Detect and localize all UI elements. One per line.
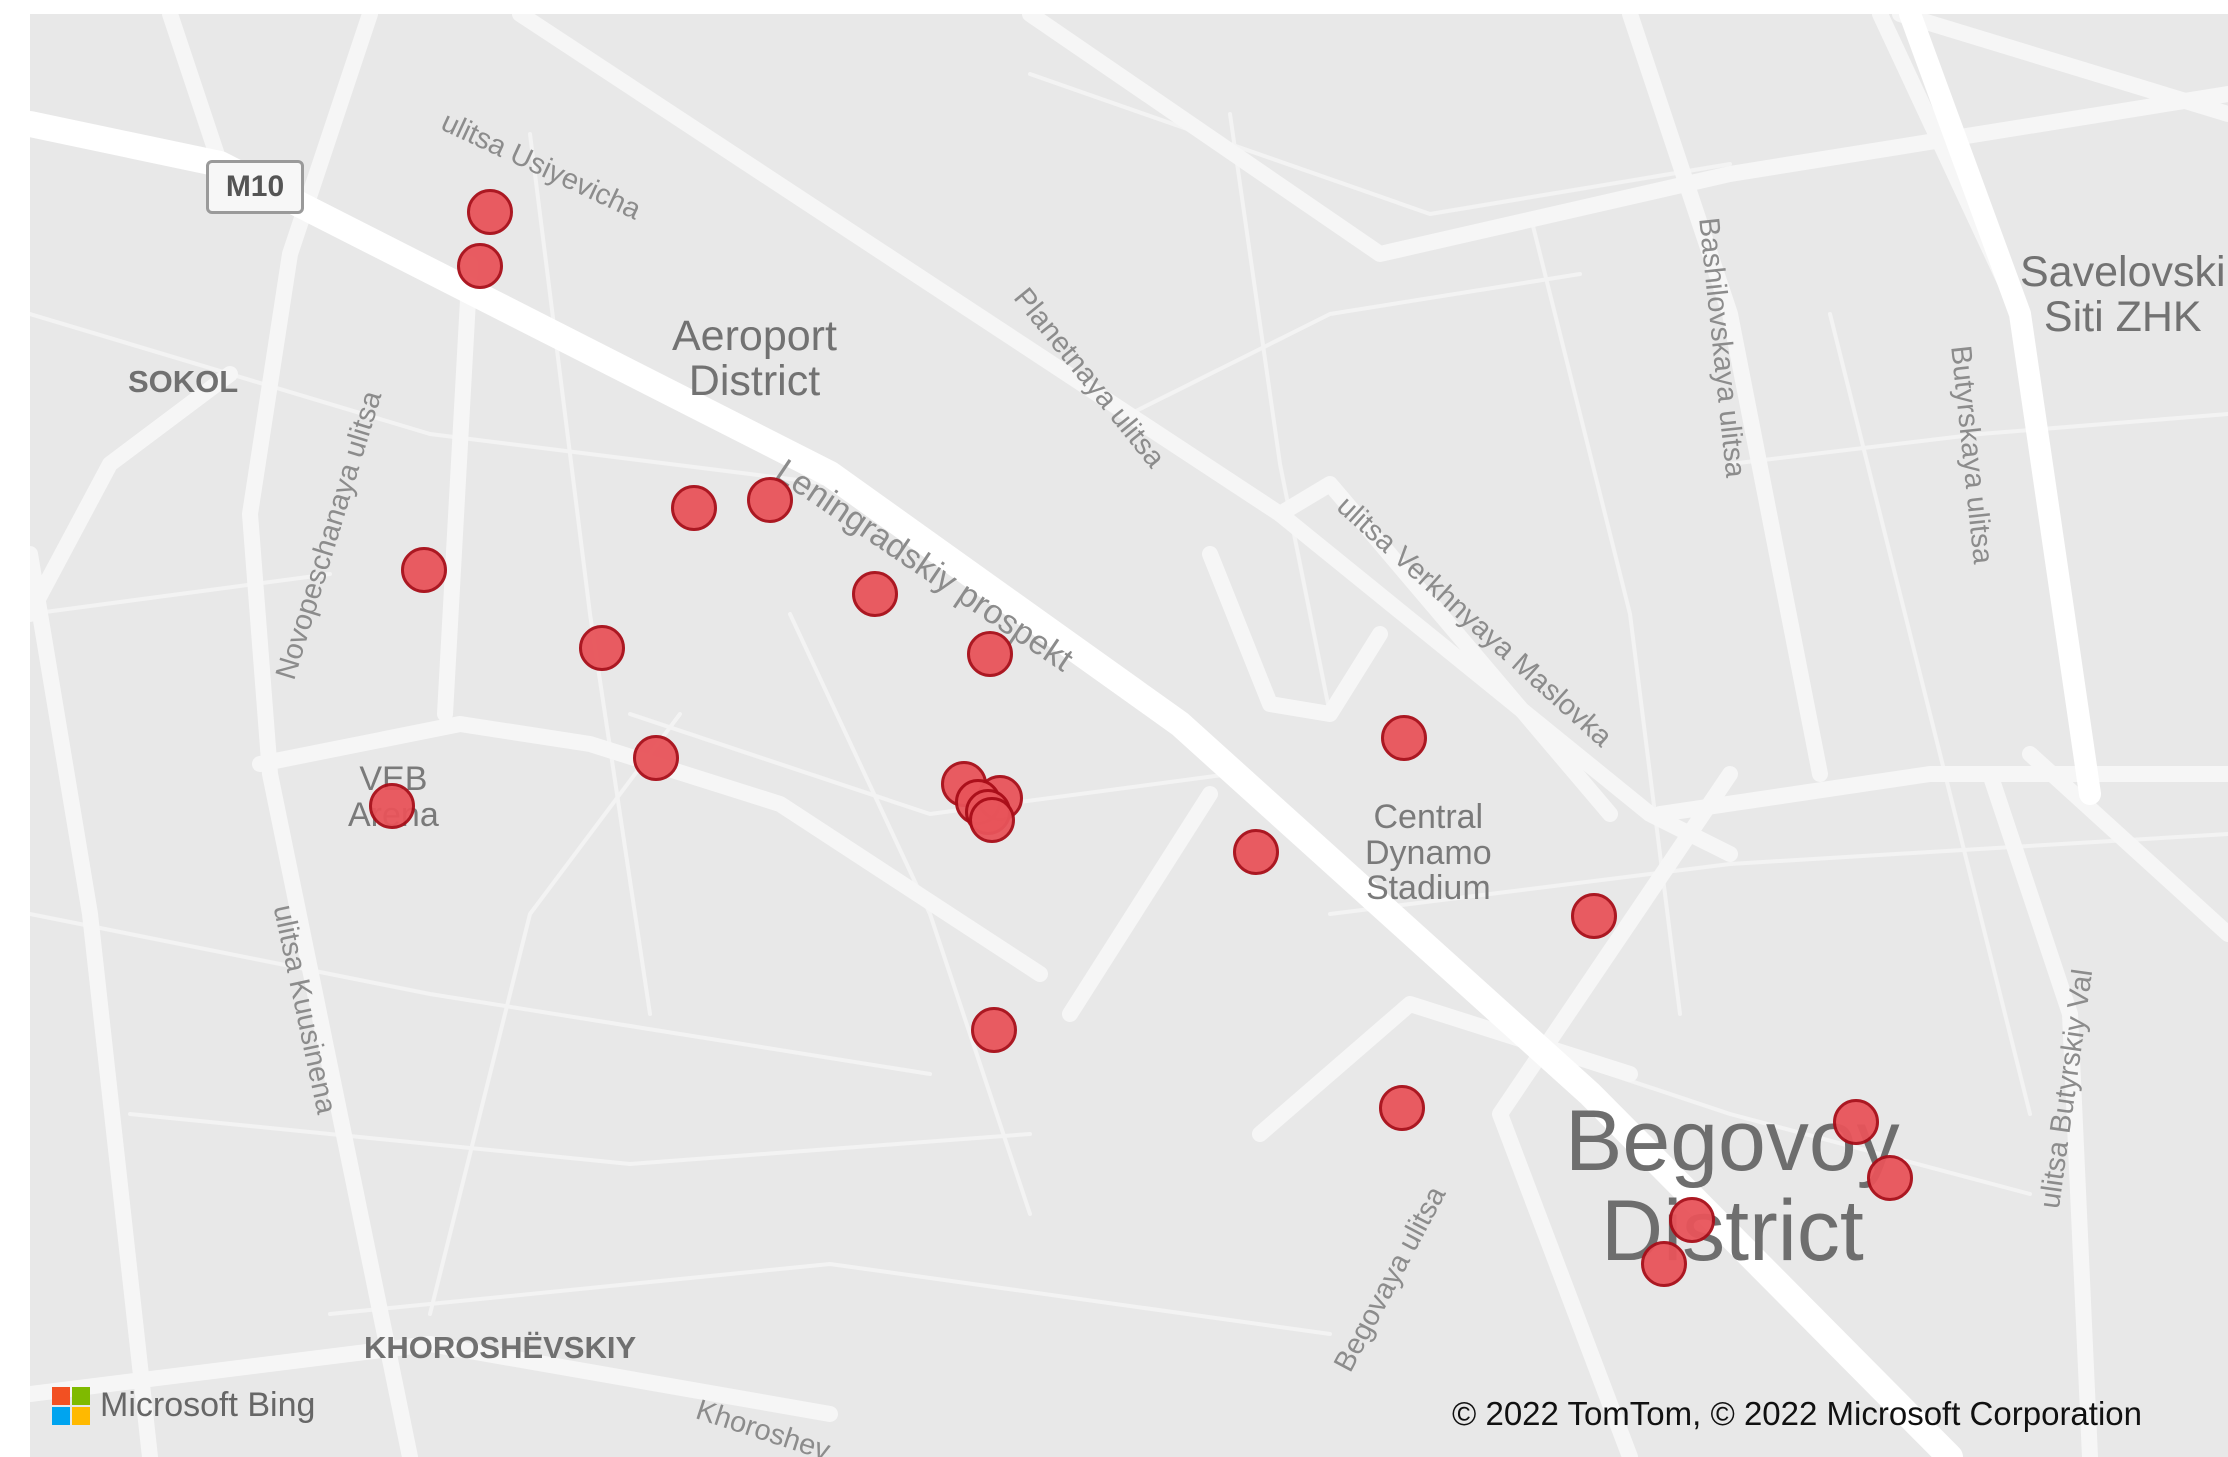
map-marker[interactable] — [1571, 893, 1617, 939]
copyright-text: © 2022 TomTom, © 2022 Microsoft Corporat… — [1451, 1395, 2142, 1432]
bing-label: Microsoft Bing — [100, 1386, 316, 1424]
map-marker[interactable] — [1233, 829, 1279, 875]
aeroport-district-label: Aeroport District — [672, 312, 837, 406]
khoroshevskiy-label: KHOROSHËVSKIY — [364, 1330, 637, 1365]
map-marker[interactable] — [1867, 1155, 1913, 1201]
map-marker[interactable] — [1381, 715, 1427, 761]
microsoft-logo-icon — [52, 1386, 90, 1425]
map-marker[interactable] — [1833, 1099, 1879, 1145]
m10-road-shield: M10 — [206, 160, 304, 214]
map-marker[interactable] — [369, 783, 415, 829]
central-dynamo-stadium-label: Central Dynamo Stadium — [1365, 798, 1492, 908]
savelovski-label: Savelovski Siti ZHK — [2020, 248, 2226, 342]
map-marker[interactable] — [467, 189, 513, 235]
map-marker[interactable] — [747, 477, 793, 523]
map-marker[interactable] — [633, 735, 679, 781]
map-marker[interactable] — [1379, 1085, 1425, 1131]
map-marker[interactable] — [852, 571, 898, 617]
map-marker[interactable] — [671, 485, 717, 531]
map-marker[interactable] — [969, 797, 1015, 843]
map-canvas[interactable]: Aeroport District Central Dynamo Stadium… — [30, 14, 2228, 1457]
map-marker[interactable] — [401, 547, 447, 593]
map-marker[interactable] — [967, 631, 1013, 677]
map-marker[interactable] — [579, 625, 625, 671]
sokol-label: SOKOL — [128, 364, 239, 399]
map-marker[interactable] — [1641, 1241, 1687, 1287]
bing-attribution[interactable]: Microsoft Bing — [52, 1386, 315, 1425]
map-marker[interactable] — [971, 1007, 1017, 1053]
map-marker[interactable] — [1669, 1197, 1715, 1243]
street-network — [30, 14, 2228, 1457]
map-marker[interactable] — [457, 243, 503, 289]
